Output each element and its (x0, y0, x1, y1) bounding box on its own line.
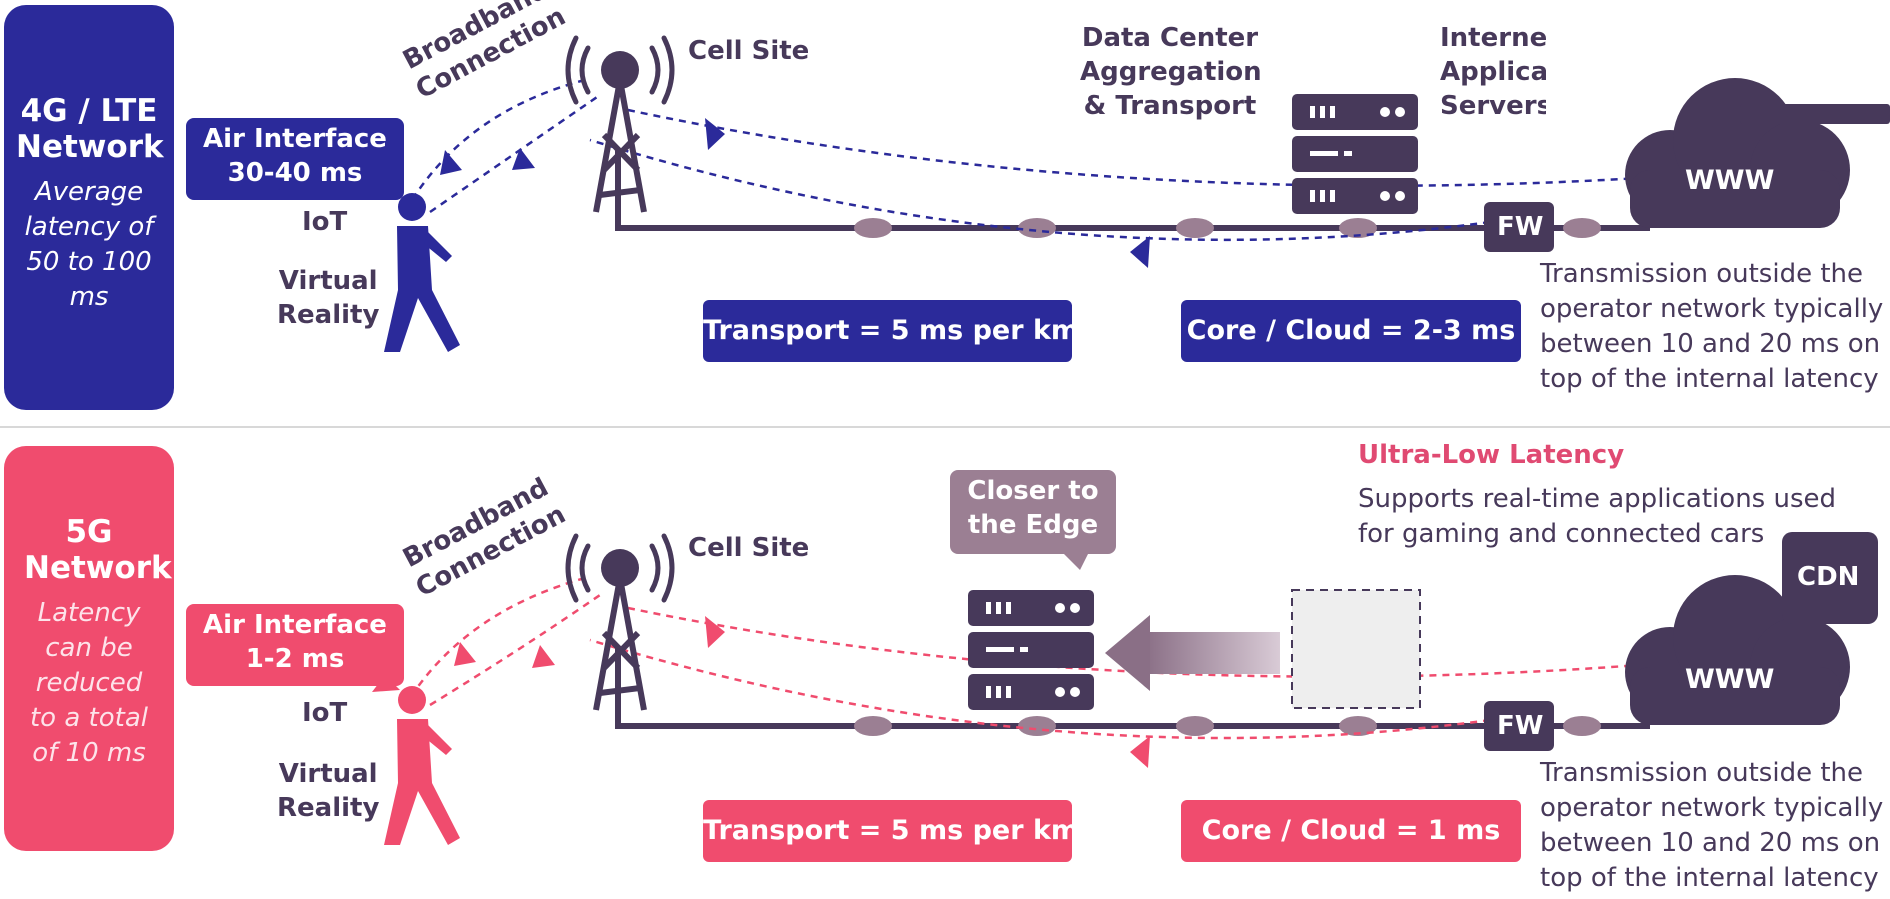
g5-cdn-box (1782, 532, 1878, 624)
lte-arrow-head (440, 150, 462, 175)
lte-network-note: Average latency of 50 to 100 ms (24, 177, 154, 312)
lte-path-return (589, 138, 1491, 242)
lte-network-title: 4G / LTE Network (16, 93, 164, 165)
lte-backbone-line (615, 150, 1590, 231)
g5-user-icon (384, 686, 460, 845)
lte-internet-label-clip: Internet Application Servers (1440, 21, 1546, 131)
g5-cloud-icon (1625, 575, 1850, 725)
lte-server-rack-icon (1292, 94, 1418, 214)
g5-edge-bubble: Closer to the Edge (950, 470, 1116, 554)
g5-cdn-label: CDN (1797, 562, 1860, 592)
g5-node (1563, 716, 1601, 736)
g5-node (854, 716, 892, 736)
g5-arrow-head (454, 642, 476, 666)
g5-ull-description: Supports real-time applications used for… (1358, 484, 1837, 549)
lte-arrow-head (705, 118, 725, 150)
lte-outside-note: Transmission outside the operator networ… (1540, 259, 1884, 394)
g5-path-user-up (429, 593, 601, 707)
lte-node (854, 218, 892, 238)
g5-signal-waves-icon (565, 533, 675, 603)
lte-air-interface-value: 30-40 ms (227, 158, 363, 188)
lte-path-user-up (429, 93, 601, 214)
g5-transport-pill: Transport = 5 ms per km (703, 800, 1079, 862)
lte-fw-label: FW (1497, 212, 1544, 242)
g5-former-server-placeholder (1291, 589, 1421, 709)
lte-signal-waves-icon (565, 35, 675, 105)
g5-edge-server-rack-icon (968, 590, 1094, 710)
lte-node (1339, 218, 1377, 238)
g5-antenna-icon (601, 549, 639, 587)
lte-data-center-label: Data Center Aggregation & Transport (1080, 23, 1262, 121)
g5-move-to-edge-arrow (1105, 615, 1280, 691)
lte-internet-label: Internet Application Servers (1440, 23, 1546, 121)
lte-network-box: 4G / LTE Network Average latency of 50 t… (4, 5, 174, 410)
g5-www-label: WWW (1685, 664, 1775, 695)
lte-path-user-down (410, 78, 586, 201)
g5-air-interface-bubble: Air Interface 1-2 ms (186, 604, 404, 686)
lte-user-icon (384, 193, 460, 352)
lte-air-interface-label: Air Interface (203, 124, 387, 154)
lte-node (1563, 218, 1601, 238)
lte-node (1018, 218, 1056, 238)
g5-arrow-head (532, 645, 555, 668)
lte-cell-tower-icon (593, 77, 647, 213)
g5-network-title: 5G Network (24, 514, 172, 586)
g5-node (1339, 716, 1377, 736)
lte-arrow-head (512, 148, 535, 170)
g5-network-box: 5G Network Latency can be reduced to a t… (4, 446, 174, 851)
lte-www-label: WWW (1685, 165, 1775, 196)
g5-node (1176, 716, 1214, 736)
lte-air-interface-bubble: Air Interface 30-40 ms (186, 118, 404, 200)
lte-antenna-icon (601, 51, 639, 89)
lte-firewall-box (1484, 202, 1554, 252)
g5-cell-tower-icon (593, 575, 647, 711)
lte-cell-site-label: Cell Site (688, 36, 810, 66)
lte-iot-label: IoT (302, 207, 348, 237)
g5-iot-label: IoT (302, 698, 348, 728)
g5-outside-note: Transmission outside the operator networ… (1540, 758, 1884, 893)
lte-path-outbound (627, 108, 1641, 187)
g5-network-note: Latency can be reduced to a total of 10 … (29, 598, 148, 768)
g5-path-user-down (410, 576, 586, 696)
lte-transport-pill: Transport = 5 ms per km (703, 300, 1079, 362)
g5-path-outbound (627, 606, 1641, 678)
g5-arrow-head (1130, 736, 1150, 768)
lte-core-pill: Core / Cloud = 2-3 ms (1181, 300, 1521, 362)
g5-edge-bubble-tail (1060, 550, 1090, 570)
lte-vr-label: Virtual Reality (277, 266, 380, 330)
g5-path-return (589, 638, 1491, 740)
g5-vr-label: Virtual Reality (277, 759, 380, 823)
lte-arrow-head (1130, 236, 1150, 268)
g5-firewall-box (1484, 701, 1554, 751)
g5-core-pill: Core / Cloud = 1 ms (1181, 800, 1521, 862)
lte-cloud-icon (1625, 78, 1890, 228)
g5-cell-site-label: Cell Site (688, 533, 810, 563)
g5-fw-label: FW (1497, 711, 1544, 741)
g5-arrow-head (705, 616, 725, 648)
g5-air-interface-label: Air Interface (203, 610, 387, 640)
g5-ull-title: Ultra-Low Latency (1358, 440, 1625, 470)
g5-air-interface-value: 1-2 ms (245, 644, 345, 674)
g5-node (1018, 716, 1056, 736)
lte-node (1176, 218, 1214, 238)
g5-backbone-line (615, 648, 1590, 729)
